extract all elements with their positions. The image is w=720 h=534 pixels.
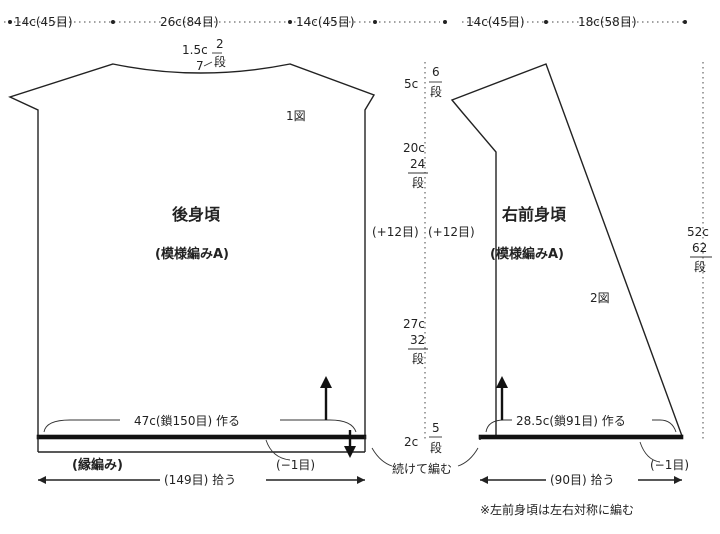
dim-back-right: 14c(45目) [296, 15, 355, 29]
center-low-rows-num: 32 [410, 333, 425, 347]
front-caston-curve-right [652, 419, 677, 433]
front-pickup-arrow-r [674, 476, 682, 484]
right-rows-unit: 段 [694, 259, 706, 274]
front-minus-leader [639, 441, 661, 463]
back-caston-curve-left [43, 419, 120, 433]
neck-leader [203, 61, 213, 67]
dim-tick [544, 20, 548, 24]
front-title: 右前身頃 [502, 205, 567, 224]
back-minus: (−1目) [276, 458, 315, 472]
center-continue: 続けて編む [392, 461, 452, 476]
center-bot-rows-num: 5 [432, 421, 440, 435]
back-caston-curve-right [280, 419, 357, 433]
center-mid-rows-unit: 段 [412, 175, 424, 190]
dim-back-center: 26c(84目) [160, 15, 219, 29]
neck-size: 1.5c [182, 43, 208, 57]
back-title: 後身頃 [172, 205, 221, 224]
center-top-rows-num: 6 [432, 65, 440, 79]
dim-tick [111, 20, 115, 24]
right-size: 52c [687, 225, 709, 239]
right-rows-num: 62 [692, 241, 707, 255]
center-low-rows-unit: 段 [412, 351, 424, 366]
back-border-label: (縁編み) [72, 457, 123, 473]
front-minus: (−1目) [650, 458, 689, 472]
top-dimension-line [4, 20, 687, 24]
center-top-rows-unit: 段 [430, 84, 442, 99]
back-fig-label: 1図 [286, 109, 306, 123]
neck-rows-unit: 段 [214, 54, 226, 69]
dim-tick [288, 20, 292, 24]
front-cast-on: 28.5c(鎖91目) 作る [516, 413, 626, 428]
dim-tick [373, 20, 377, 24]
center-low-size: 27c [403, 317, 425, 331]
center-bot-size: 2c [404, 435, 418, 449]
front-pickup-arrow-l [480, 476, 488, 484]
dim-front-left: 14c(45目) [466, 15, 525, 29]
pickup-arrow-l [38, 476, 46, 484]
back-up-arrowhead [320, 376, 332, 388]
back-cast-on: 47c(鎖150目) 作る [134, 413, 240, 428]
dim-tick [8, 20, 12, 24]
continue-leader-left [371, 447, 393, 467]
dim-tick [683, 20, 687, 24]
pickup-arrow-r [357, 476, 365, 484]
dim-front-right: 18c(58目) [578, 15, 637, 29]
back-plus: (+12目) [372, 225, 419, 239]
center-mid-rows-num: 24 [410, 157, 425, 171]
neck-rows-num: 2 [216, 37, 224, 51]
front-caston-curve-left [485, 419, 512, 433]
center-bot-rows-unit: 段 [430, 440, 442, 455]
back-pickup: (149目) 拾う [164, 472, 236, 487]
continue-leader-right [457, 447, 479, 467]
front-up-arrowhead [496, 376, 508, 388]
back-pattern: (模様編みA) [155, 246, 229, 262]
dim-back-left: 14c(45目) [14, 15, 73, 29]
dim-tick [443, 20, 447, 24]
front-fig-label: 2図 [590, 291, 610, 305]
back-border-top [36, 434, 367, 440]
center-mid-size: 20c [403, 141, 425, 155]
back-minus-leader [265, 439, 291, 461]
front-plus: (+12目) [428, 225, 475, 239]
front-pattern: (模様編みA) [490, 246, 564, 262]
center-top-size: 5c [404, 77, 418, 91]
symmetry-note: ※左前身頃は左右対称に編む [480, 502, 634, 517]
front-piece-outline [450, 63, 684, 437]
neck-dec: 7 [196, 59, 204, 73]
back-down-arrowhead [344, 446, 356, 458]
front-pickup: (90目) 拾う [550, 472, 614, 487]
front-border-top [478, 434, 684, 440]
